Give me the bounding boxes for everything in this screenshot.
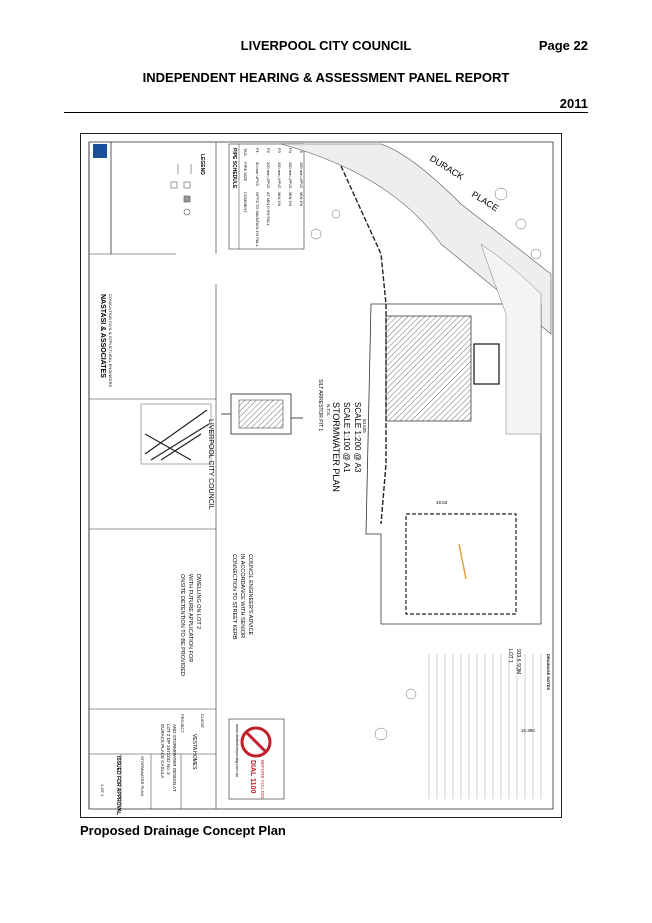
firm-subtitle: CONSULTING CIVIL & STRUCTURAL ENGINEERS	[108, 294, 113, 388]
connection-note: CONNECTION TO STREET KERB IN ACCORDANCE …	[231, 554, 253, 640]
dial-before-you-dig-badge: DIAL 1100 BEFORE YOU DIG www.dialbeforey…	[228, 718, 285, 800]
pipe-row-tag: P4	[288, 148, 293, 154]
pipe-schedule: PIPE SCHEDULE TAG PIPE SIZE COMMENT P1 9…	[228, 143, 305, 250]
future-dwelling-lot-2	[405, 513, 517, 615]
note-connection-line-2: IN ACCORDANCE WITH SENIOR	[239, 554, 245, 638]
client-name: VESTA HOMES	[191, 734, 197, 770]
drainage-notes: DRAINAGE NOTES	[428, 654, 551, 799]
pipe-col-size: PIPE SIZE	[243, 162, 248, 181]
title-block: NASTASI & ASSOCIATES CONSULTING CIVIL & …	[88, 142, 217, 815]
pipe-row-tag: P2	[266, 148, 271, 154]
issue-status: ISSUED FOR APPROVAL	[115, 756, 121, 815]
plan-title: STORMWATER PLAN	[331, 402, 341, 492]
dial-number: DIAL 1100	[249, 760, 256, 793]
pipe-col-tag: TAG	[243, 148, 248, 156]
lot-label: LOT 1	[507, 649, 513, 663]
figure-caption: Proposed Drainage Concept Plan	[80, 823, 286, 838]
existing-dwelling	[385, 315, 472, 422]
pipe-row-comment: MIN 1%	[288, 192, 293, 207]
pipe-row-tag: P5	[299, 148, 304, 154]
pipe-row-tag: P1	[255, 148, 260, 154]
note-detention-line-2: WITH FUTURE APPLICATION FOR	[187, 574, 193, 662]
sheet-number: 1 OF 1	[100, 784, 105, 797]
firm-name: NASTASI & ASSOCIATES	[99, 294, 106, 378]
dial-url: www.dialbeforeyoudig.com.au	[235, 724, 240, 777]
pipe-row-size: 100 mm UPVC	[266, 162, 271, 189]
pipe-schedule-title: PIPE SCHEDULE	[231, 148, 237, 189]
drawing-title-cell: STORMWATER PLAN	[140, 756, 145, 796]
drainage-notes-title: DRAINAGE NOTES	[546, 654, 551, 691]
client-label: CLIENT	[200, 714, 205, 729]
stormwater-pipe-line	[340, 165, 387, 525]
street-name-place: PLACE	[470, 189, 500, 213]
pipe-row-tag: P3	[277, 148, 282, 154]
header-rule	[64, 112, 588, 113]
note-connection-line-3: COUNCIL ENGINEER'S ADVICE	[247, 554, 253, 636]
garage	[473, 343, 500, 385]
plan-scale-a1: SCALE 1:100 @ A1	[342, 402, 351, 473]
legend-title: LEGEND	[199, 154, 205, 175]
drainage-plan-drawing: NASTASI & ASSOCIATES CONSULTING CIVIL & …	[88, 141, 554, 815]
dimension-1: 54.525	[362, 419, 367, 433]
locality-sketch	[140, 403, 212, 465]
silt-arrestor-pit-detail: SILT ARRESTOR PIT 1 N.T.S.	[221, 379, 331, 435]
project-label: PROJECT	[180, 714, 185, 733]
header-organisation: LIVERPOOL CITY COUNCIL	[240, 38, 412, 53]
pit-label: SILT ARRESTOR PIT 1	[317, 379, 323, 431]
note-detention-line-1: ONSITE DETENTION TO BE PROVIDED	[179, 574, 185, 676]
dimension-2: 15.395	[521, 728, 535, 733]
council-name: LIVERPOOL CITY COUNCIL	[207, 419, 214, 510]
header-page-number: Page 22	[538, 38, 588, 53]
note-detention-line-3: DWELLING ON LOT 2	[195, 574, 201, 629]
dial-subtitle: BEFORE YOU DIG	[260, 760, 265, 799]
pit-scale: N.T.S.	[326, 404, 331, 416]
header-report-title: INDEPENDENT HEARING & ASSESSMENT PANEL R…	[142, 70, 510, 85]
project-line-3: DURACK PLACE CASULA	[160, 724, 165, 778]
pipe-row-size: 150 mm UPVC	[277, 162, 282, 189]
plan-scale-a3: SCALE 1:200 @ A3	[353, 402, 362, 473]
project-line-1: AND STORMWATER DESIGN AT	[172, 724, 177, 792]
site-plan: DURACK PLACE LOT 1 933.6 SQM 54.525 15.3…	[280, 143, 552, 741]
pipe-row-comment: OPTS TO MAINTAIN 1% FALL	[255, 192, 260, 247]
firm-logo	[93, 144, 107, 158]
pipe-row-size: 150 mm UPVC	[288, 162, 293, 189]
lot-area: 933.6 SQM	[515, 649, 521, 674]
street-name-durack: DURACK	[428, 153, 466, 182]
drainage-plan-figure: NASTASI & ASSOCIATES CONSULTING CIVIL & …	[80, 133, 562, 818]
no-dig-icon	[240, 726, 272, 758]
project-line-2: LOT 2 DP 1071232 No. 3	[166, 724, 171, 775]
note-connection-line-1: CONNECTION TO STREET KERB	[231, 554, 237, 640]
pipe-row-comment: AT MIN 0.5% FALL	[266, 192, 271, 227]
pipe-col-comment: COMMENT	[243, 192, 248, 213]
pipe-row-comment: MIN 1%	[299, 192, 304, 207]
header-year: 2011	[559, 96, 588, 111]
street-durack-place	[280, 143, 552, 335]
pipe-row-size: 150 mm UPVC	[299, 162, 304, 189]
dimension-3: 19.63	[436, 500, 448, 505]
detention-note: ONSITE DETENTION TO BE PROVIDED WITH FUT…	[179, 574, 201, 676]
pipe-row-comment: MIN 1%	[277, 192, 282, 207]
pipe-row-size: 90 mm UPVC	[255, 162, 260, 187]
